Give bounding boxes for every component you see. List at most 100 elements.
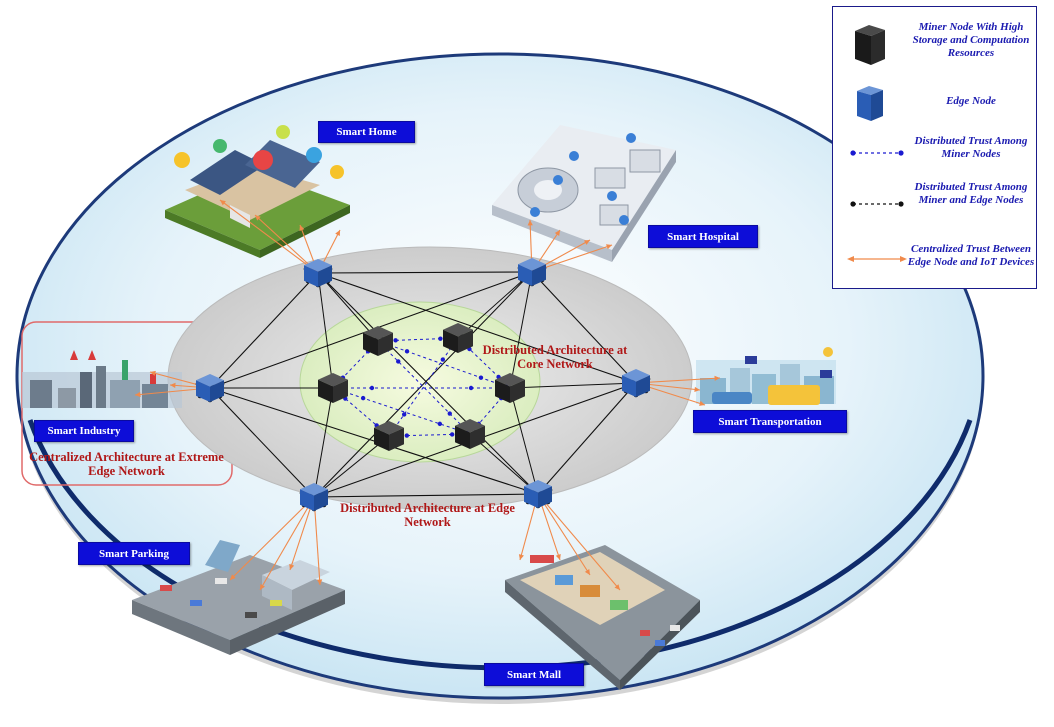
cube-right [470,425,485,449]
legend-miner-node-text: Miner Node With High Storage and Computa… [912,21,1030,59]
edge-node-hospital [518,258,546,286]
iot-arrow-head [255,215,261,221]
iot-arrow-head [614,584,620,590]
blue-dot [401,412,407,417]
cube-right [210,380,224,402]
cube-top [622,369,650,382]
legend-item-trust-miner: Distributed Trust Among Miner Nodes [833,133,1038,177]
legend-trust-miner-edge-text: Distributed Trust Among Miner and Edge N… [914,181,1028,206]
edge-architecture-text: Distributed Architecture at Edge Network [340,501,515,529]
iot-arrow-head [335,230,340,236]
smart-mall-illustration [505,545,700,690]
edge-miner-link-line [317,272,379,342]
smart-industry-illustration [22,350,182,408]
iot-trust-arrow [537,493,591,576]
legend-item-trust-miner-edge: Distributed Trust Among Miner and Edge N… [833,179,1038,235]
blue-dot [404,433,410,438]
smart-hospital-label: Smart Hospital [648,225,758,248]
cube-left [300,489,314,511]
edge-link-line [317,271,533,274]
edge-miner-link-line [313,435,390,498]
miner-node-m5 [374,421,404,451]
edge-miner-link-line [457,271,533,339]
blue-dot [449,432,455,437]
iot-arrow-head [230,574,236,580]
edge-link-line [313,271,533,498]
smart-transportation-label: Smart Transportation [693,410,847,433]
edge-link-line [313,493,539,498]
iot-arrow-head [699,400,705,406]
cube-top [304,259,332,272]
iot-trust-arrow [219,199,319,274]
iot-arrow-head [220,200,226,206]
cube-right [318,265,332,287]
iot-arrow-head [135,391,141,398]
edge-cube-icon [857,86,883,121]
cube-left [374,427,389,451]
blue-dot [360,395,366,401]
legend-item-miner-node: Miner Node With High Storage and Computa… [833,15,1038,77]
smart-hospital-illustration [492,125,676,262]
miner-mesh-line [332,387,471,435]
cube-right [378,332,393,356]
smart-home-illustration [165,125,350,258]
iot-trust-arrow [537,493,621,591]
iot-trust-arrow [229,496,315,581]
cube-left [622,375,636,397]
cube-right [510,379,525,403]
miner-cube-icon [855,25,885,65]
orange-arrow-line-icon [847,256,907,262]
edge-link-line [209,387,315,498]
edge-link-line [537,382,637,495]
miner-mesh-line [388,337,459,437]
cube-right [636,375,650,397]
edge-link-line [209,272,319,389]
edge-miner-link-line [509,271,533,389]
blue-dot [468,385,474,391]
edge-miner-link-line [469,433,539,495]
legend-item-trust-edge-iot: Centralized Trust Between Edge Node and … [833,239,1038,287]
edge-node-home [304,259,332,287]
edge-miner-link-line [509,382,637,389]
miner-node-m4 [495,373,525,403]
cube-left [524,486,538,508]
cube-right [389,427,404,451]
iot-arrow-head [555,554,561,560]
cube-right [458,329,473,353]
cube-right [538,486,552,508]
iot-arrow-head [714,375,720,381]
iot-trust-lines [134,199,721,591]
cube-top [518,258,546,271]
legend-item-edge-node: Edge Node [833,83,1038,127]
miner-mesh-line [377,340,511,389]
miner-node-m6 [455,419,485,449]
cube-left [518,264,532,286]
blue-dot [447,411,452,416]
miner-node-m3 [318,373,348,403]
edge-link-line [317,272,539,495]
cube-left [455,425,470,449]
miner-node-m1 [363,326,393,356]
smart-parking-illustration [132,540,345,655]
legend-trust-miner-text: Distributed Trust Among Miner Nodes [914,135,1028,160]
iot-arrow-head [554,230,560,236]
edge-link-line [531,271,637,384]
blue-dot [478,375,484,380]
blue-dotted-line-icon [850,150,904,156]
iot-arrow-head [260,584,265,590]
iot-trust-arrow [313,496,321,586]
iot-arrow-head [317,579,323,585]
cube-left [363,332,378,356]
core-network-area [299,301,541,463]
cube-top [300,483,328,496]
blue-dot [404,349,410,354]
cube-left [443,329,458,353]
blue-dot [440,357,446,362]
cube-right [314,489,328,511]
node-cubes [196,258,650,511]
miner-node-m2 [443,323,473,353]
edge-node-industry [196,374,224,402]
cube-left [196,380,210,402]
iot-arrow-head [299,225,305,231]
iot-arrow-head [170,382,176,389]
